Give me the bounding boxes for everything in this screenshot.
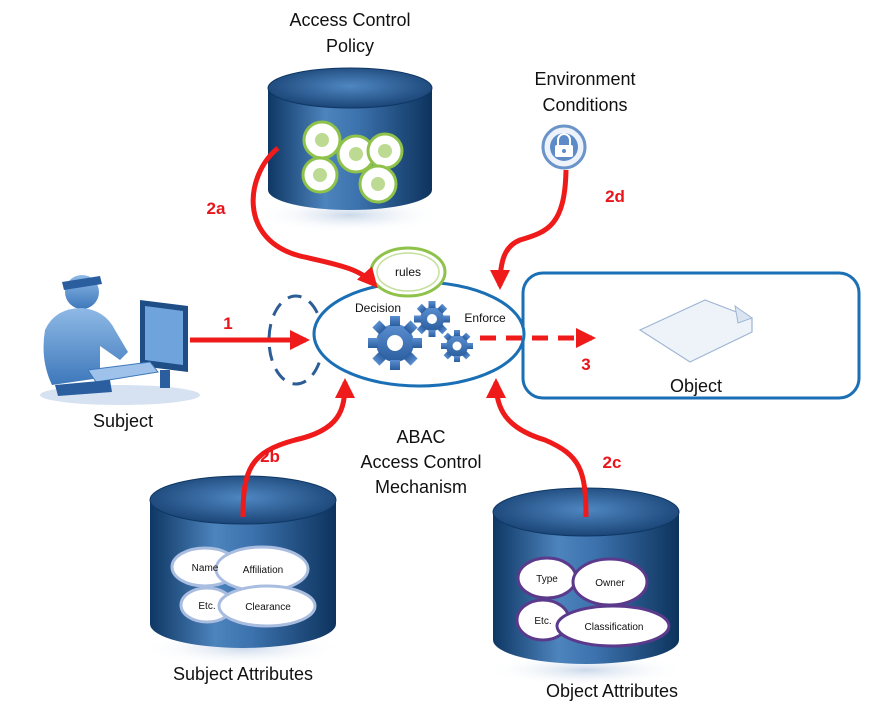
policy-label-line2: Policy: [326, 36, 374, 56]
arrow-2b: [240, 378, 355, 518]
policy-label-line1: Access Control: [289, 10, 410, 30]
access-control-policy: Access Control Policy: [255, 10, 445, 233]
rules-badge: rules: [369, 246, 447, 298]
subject-attr-affiliation: Affiliation: [243, 565, 283, 576]
arrow-2a: [250, 146, 378, 288]
env-label-line1: Environment: [534, 69, 635, 89]
subject-label: Subject: [93, 411, 153, 431]
mechanism-label-line3: Mechanism: [375, 477, 467, 497]
rules-label: rules: [395, 265, 421, 279]
document-icon: [638, 299, 754, 363]
object-attr-owner: Owner: [595, 578, 625, 589]
enforce-label: Enforce: [464, 311, 506, 325]
object-label: Object: [670, 376, 722, 396]
object-attributes-label: Object Attributes: [546, 681, 678, 701]
step-2d-label: 2d: [605, 187, 625, 206]
object-attr-etc: Etc.: [534, 616, 551, 627]
arrow-2c: [486, 378, 589, 518]
object-attr-type: Type: [536, 574, 558, 585]
mechanism-label-line1: ABAC: [396, 427, 445, 447]
object-attributes-database-icon: Type Owner Etc. Classification: [486, 487, 686, 686]
step-2a-label: 2a: [207, 199, 226, 218]
subject-attributes: Name Affiliation Etc. Clearance Subject …: [143, 475, 343, 684]
object-attributes: Type Owner Etc. Classification Object At…: [486, 487, 686, 701]
step-2b-label: 2b: [260, 447, 280, 466]
subject-attr-name: Name: [192, 563, 219, 574]
env-label-line2: Conditions: [542, 95, 627, 115]
arrow-2d: [490, 169, 569, 290]
mechanism-label-line2: Access Control: [360, 452, 481, 472]
access-control-mechanism: rules Decision Enforce: [267, 246, 526, 497]
decision-label: Decision: [355, 301, 401, 315]
subject-attr-etc: Etc.: [198, 601, 215, 612]
subject-attributes-label: Subject Attributes: [173, 664, 313, 684]
flow-arrows: [190, 146, 596, 518]
subject-attr-clearance: Clearance: [245, 602, 291, 613]
step-labels: 1 2a 2b 2c 2d 3: [207, 187, 625, 472]
step-3-label: 3: [581, 355, 590, 374]
step-2c-label: 2c: [603, 453, 622, 472]
subject: Subject: [40, 275, 200, 431]
object-attr-classification: Classification: [585, 622, 644, 633]
lock-icon: [541, 124, 587, 170]
object: Object: [521, 271, 861, 400]
person-computer-icon: [40, 275, 200, 405]
step-1-label: 1: [223, 314, 232, 333]
policy-database-icon: [255, 67, 445, 233]
environment-conditions: Environment Conditions: [534, 69, 636, 170]
